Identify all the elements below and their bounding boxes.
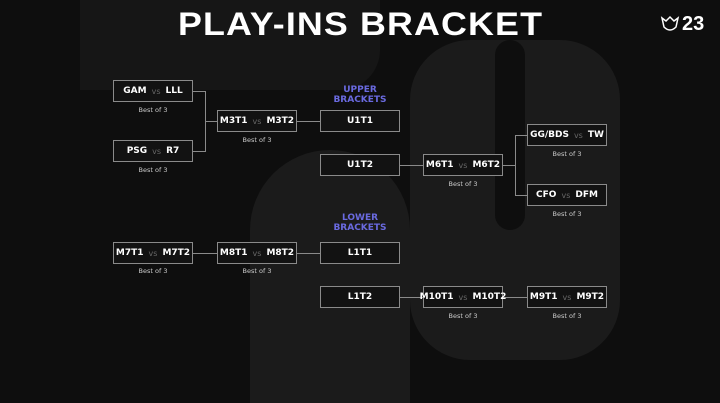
- team-1: PSG: [126, 146, 148, 156]
- page-title: PLAY-INS BRACKET: [178, 6, 544, 42]
- team-1: CFO: [536, 190, 557, 200]
- match-m7[interactable]: M7T1 vs M7T2: [113, 242, 193, 264]
- lower-brackets-label: LOWER BRACKETS: [333, 213, 387, 233]
- slot-l1t2[interactable]: L1T2: [320, 286, 400, 308]
- match-m6[interactable]: M6T1 vs M6T2: [423, 154, 503, 176]
- best-of-label: Best of 3: [448, 312, 478, 320]
- match-gam-lll[interactable]: GAM vs LLL: [113, 80, 193, 102]
- slot-label: L1T1: [347, 248, 373, 258]
- team-1: M10T1: [419, 292, 454, 302]
- team-1: M3T1: [219, 116, 248, 126]
- slot-label: U1T2: [347, 160, 373, 170]
- team-2: DFM: [575, 190, 598, 200]
- vs-label: vs: [252, 116, 262, 126]
- vs-label: vs: [148, 248, 158, 258]
- vs-label: vs: [252, 248, 262, 258]
- match-cfo-dfm[interactable]: CFO vs DFM: [527, 184, 607, 206]
- team-2: M8T2: [266, 248, 295, 258]
- slot-label: U1T1: [347, 116, 373, 126]
- slot-u1t1[interactable]: U1T1: [320, 110, 400, 132]
- team-1: GAM: [123, 86, 147, 96]
- vs-label: vs: [151, 86, 161, 96]
- trophy-icon: [660, 15, 680, 31]
- team-2: M3T2: [266, 116, 295, 126]
- team-2: M7T2: [162, 248, 191, 258]
- best-of-label: Best of 3: [242, 267, 272, 275]
- match-m8[interactable]: M8T1 vs M8T2: [217, 242, 297, 264]
- best-of-label: Best of 3: [552, 312, 582, 320]
- vs-label: vs: [573, 130, 583, 140]
- team-1: GG/BDS: [530, 130, 569, 140]
- slot-l1t1[interactable]: L1T1: [320, 242, 400, 264]
- team-1: M8T1: [219, 248, 248, 258]
- team-1: M9T1: [529, 292, 558, 302]
- slot-u1t2[interactable]: U1T2: [320, 154, 400, 176]
- upper-brackets-label: UPPER BRACKETS: [333, 85, 387, 105]
- best-of-label: Best of 3: [138, 267, 168, 275]
- worlds-logo: 23: [660, 13, 704, 36]
- team-2: R7: [166, 146, 180, 156]
- match-m10[interactable]: M10T1 vs M10T2: [419, 286, 507, 308]
- best-of-label: Best of 3: [138, 106, 168, 114]
- team-1: M6T1: [425, 160, 454, 170]
- vs-label: vs: [562, 292, 572, 302]
- team-2: LLL: [165, 86, 183, 96]
- best-of-label: Best of 3: [138, 166, 168, 174]
- team-2: TW: [587, 130, 604, 140]
- best-of-label: Best of 3: [552, 210, 582, 218]
- bg-shape: [80, 0, 380, 90]
- match-psg-r7[interactable]: PSG vs R7: [113, 140, 193, 162]
- vs-label: vs: [152, 146, 162, 156]
- best-of-label: Best of 3: [448, 180, 478, 188]
- vs-label: vs: [561, 190, 571, 200]
- vs-label: vs: [458, 292, 468, 302]
- best-of-label: Best of 3: [242, 136, 272, 144]
- bg-shape: [250, 150, 410, 403]
- team-2: M6T2: [472, 160, 501, 170]
- slot-label: L1T2: [347, 292, 373, 302]
- logo-number: 23: [682, 13, 705, 35]
- best-of-label: Best of 3: [552, 150, 582, 158]
- vs-label: vs: [458, 160, 468, 170]
- match-gg-bds-tw[interactable]: GG/BDS vs TW: [527, 124, 607, 146]
- match-m3[interactable]: M3T1 vs M3T2: [217, 110, 297, 132]
- team-2: M9T2: [576, 292, 605, 302]
- match-m9[interactable]: M9T1 vs M9T2: [527, 286, 607, 308]
- team-2: M10T2: [472, 292, 507, 302]
- team-1: M7T1: [115, 248, 144, 258]
